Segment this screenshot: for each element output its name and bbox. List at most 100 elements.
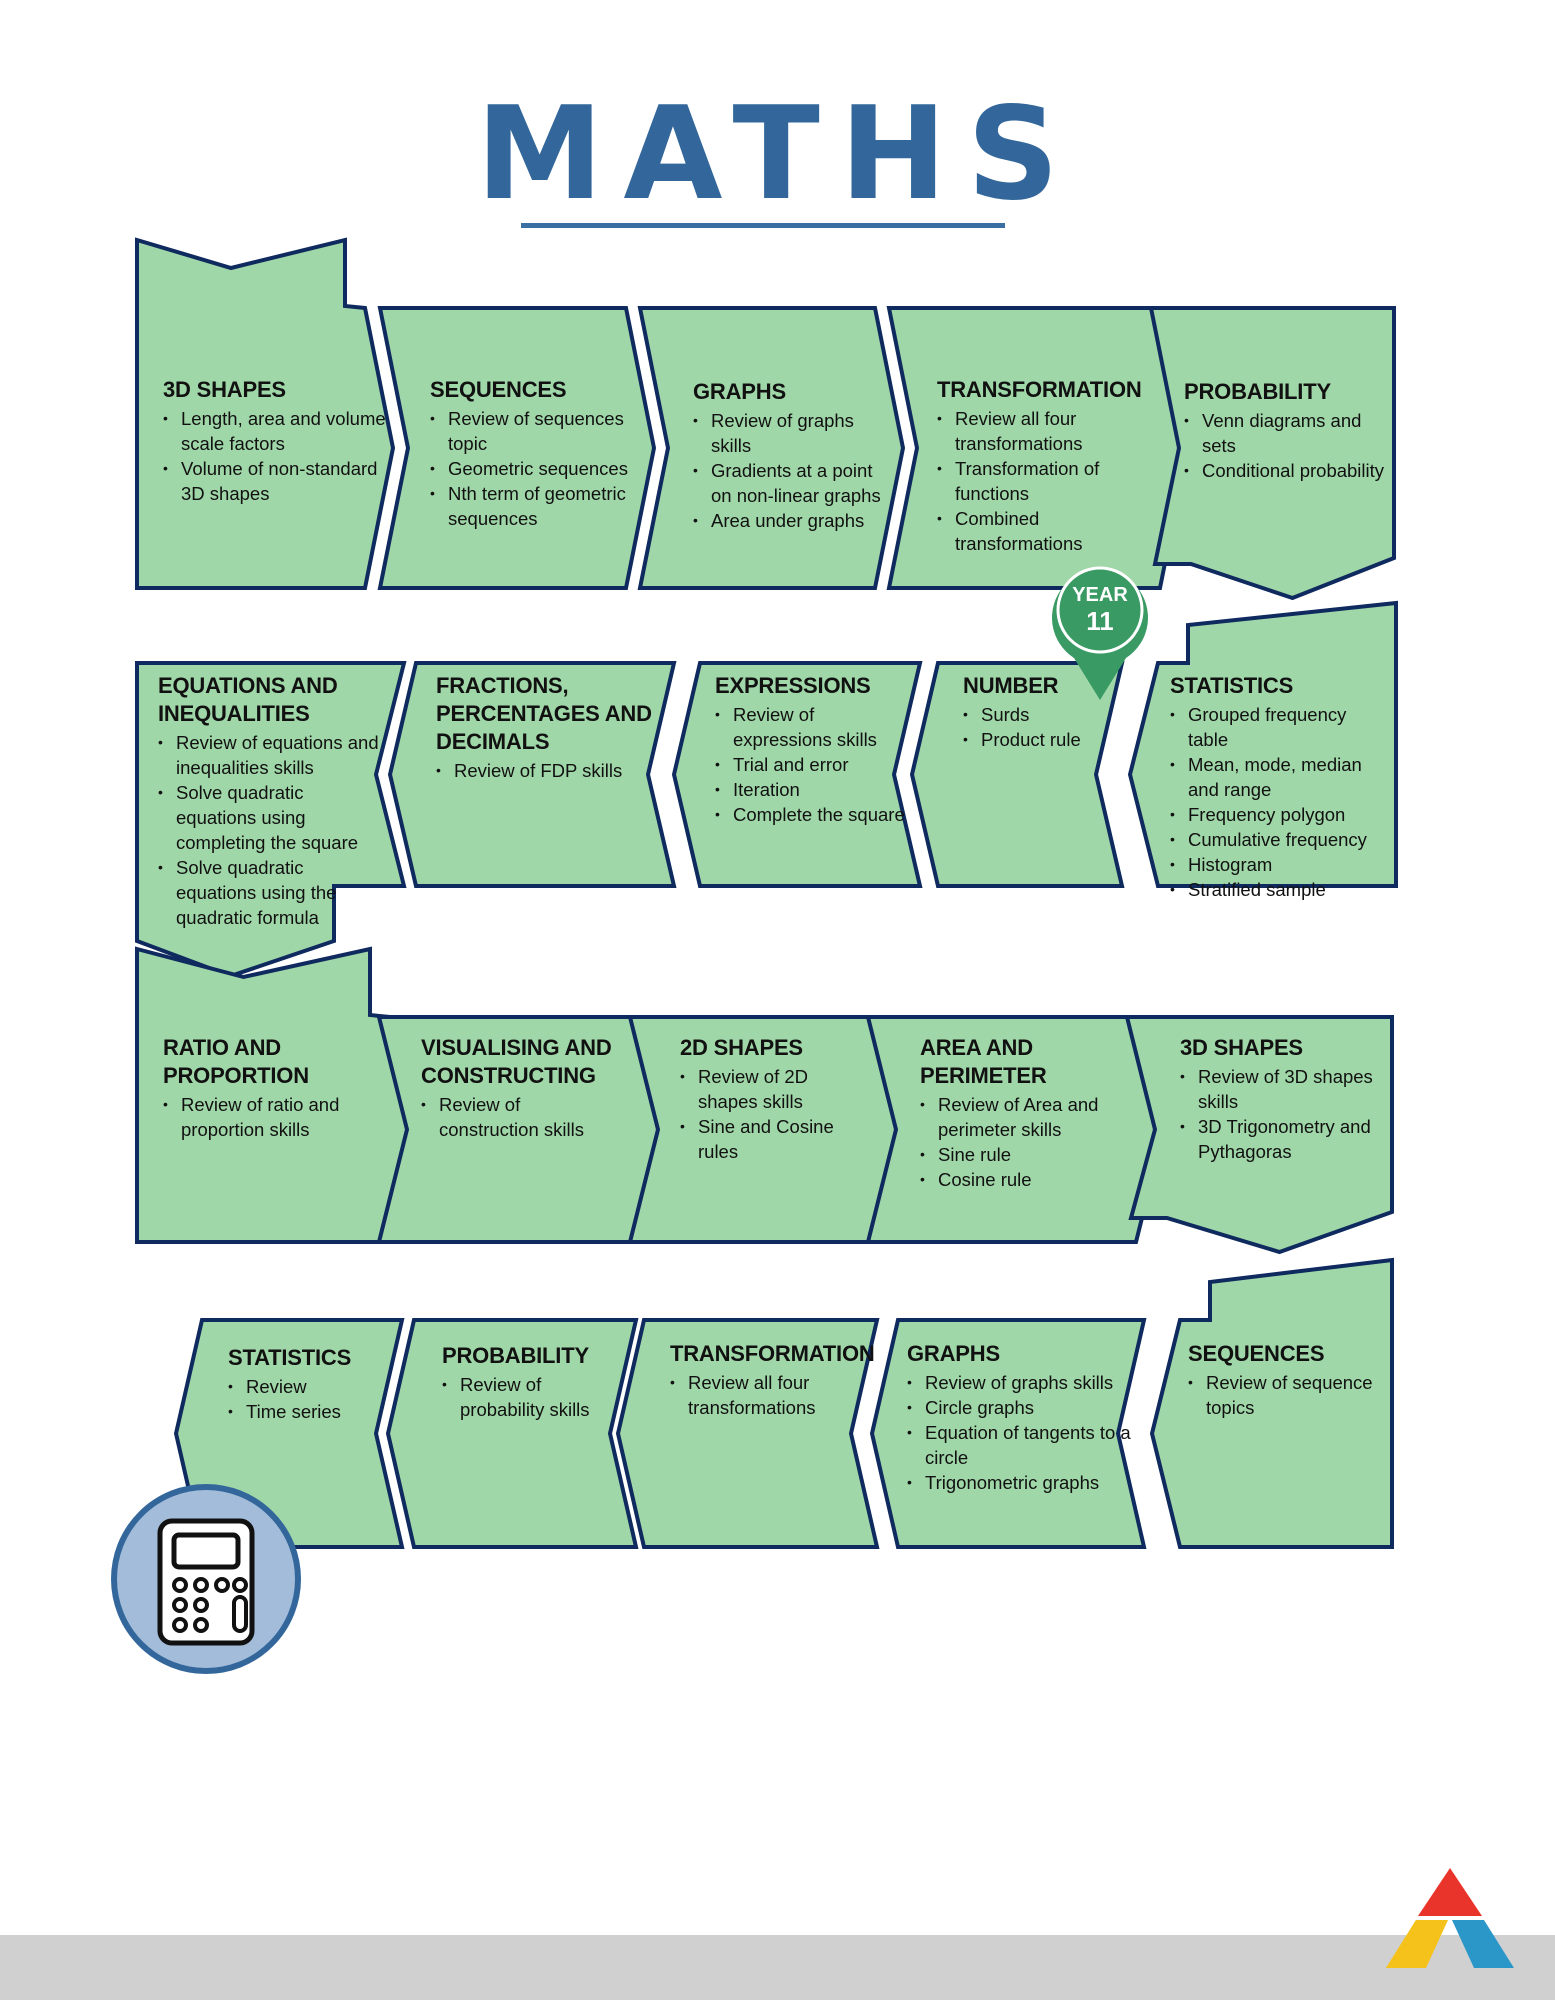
step-topic-item: Product rule [963, 727, 1123, 752]
roadmap-step: NUMBER SurdsProduct rule [963, 672, 1123, 752]
step-topic-item: Circle graphs [907, 1395, 1137, 1420]
step-topic-item: Trigonometric graphs [907, 1470, 1137, 1495]
step-title: AREA AND PERIMETER [920, 1035, 1047, 1088]
step-topic-item: Combined transformations [937, 506, 1147, 556]
step-topic-item: Review all four transformations [937, 406, 1147, 456]
step-topic-item: Gradients at a point on non-linear graph… [693, 458, 893, 508]
step-topic-item: Review of graphs skills [693, 408, 893, 458]
step-topic-item: Stratified sample [1170, 877, 1380, 902]
step-topic-item: Review of expressions skills [715, 702, 915, 752]
step-topics: Review all four transformations [670, 1370, 875, 1420]
step-topic-item: Conditional probability [1184, 458, 1389, 483]
step-topic-item: Trial and error [715, 752, 915, 777]
step-topic-item: Solve quadratic equations using the quad… [158, 855, 388, 930]
step-topics: Review of graphs skillsCircle graphsEqua… [907, 1370, 1137, 1495]
step-topics: Review of construction skills [421, 1092, 621, 1142]
step-title: TRANSFORMATION [937, 377, 1142, 402]
step-topic-item: Review of ratio and proportion skills [163, 1092, 383, 1142]
step-title: GRAPHS [907, 1341, 1000, 1366]
step-topic-item: Transformation of functions [937, 456, 1147, 506]
step-topic-item: Solve quadratic equations using completi… [158, 780, 388, 855]
step-topic-item: Histogram [1170, 852, 1380, 877]
step-topics: Review of equations and inequalities ski… [158, 730, 388, 930]
step-topic-item: Venn diagrams and sets [1184, 408, 1389, 458]
step-topics: Grouped frequency tableMean, mode, media… [1170, 702, 1380, 902]
step-title: PROBABILITY [442, 1343, 589, 1368]
step-topic-item: Frequency polygon [1170, 802, 1380, 827]
roadmap-step: EQUATIONS AND INEQUALITIESReview of equa… [158, 672, 388, 930]
footer-bar [0, 1935, 1555, 2000]
roadmap-step: AREA AND PERIMETERReview of Area and per… [920, 1034, 1130, 1192]
roadmap-step: 3D SHAPES Length, area and volume scale f… [163, 376, 393, 506]
step-title: 3D SHAPES [163, 377, 286, 402]
step-title: EXPRESSIONS [715, 673, 871, 698]
step-topics: Review of 3D shapes skills3D Trigonometr… [1180, 1064, 1385, 1164]
step-title: 3D SHAPES [1180, 1035, 1303, 1060]
step-topic-item: Review of Area and perimeter skills [920, 1092, 1130, 1142]
step-title: FRACTIONS, PERCENTAGES AND DECIMALS [436, 673, 652, 754]
roadmap-step: RATIO AND PROPORTIONReview of ratio and … [163, 1034, 383, 1142]
step-title: STATISTICS [228, 1345, 352, 1370]
step-topic-item: Mean, mode, median and range [1170, 752, 1380, 802]
step-topic-item: Review [228, 1374, 418, 1399]
step-title: VISUALISING AND CONSTRUCTING [421, 1035, 612, 1088]
step-title: SEQUENCES [1188, 1341, 1325, 1366]
roadmap-step: VISUALISING AND CONSTRUCTINGReview of co… [421, 1034, 621, 1142]
step-topic-item: Review of sequences topic [430, 406, 630, 456]
step-topic-item: Time series [228, 1399, 418, 1424]
step-title: TRANSFORMATION [670, 1341, 875, 1366]
step-topics: Review of probability skills [442, 1372, 617, 1422]
step-topic-item: Review of graphs skills [907, 1370, 1137, 1395]
step-topics: Review of FDP skills [436, 758, 656, 783]
step-topic-item: 3D Trigonometry and Pythagoras [1180, 1114, 1385, 1164]
step-topics: Review of sequence topics [1188, 1370, 1388, 1420]
step-topic-item: Surds [963, 702, 1123, 727]
step-topic-item: Cosine rule [920, 1167, 1130, 1192]
step-topic-item: Review all four transformations [670, 1370, 875, 1420]
roadmap-step: STATISTICS ReviewTime series [228, 1344, 418, 1424]
roadmap-step: SEQUENCES Review of sequence topics [1188, 1340, 1388, 1420]
step-topics: Review all four transformationsTransform… [937, 406, 1147, 556]
step-topics: Review of ratio and proportion skills [163, 1092, 383, 1142]
step-title: SEQUENCES [430, 377, 567, 402]
step-title: NUMBER [963, 673, 1059, 698]
step-topic-item: Complete the square [715, 802, 915, 827]
step-topic-item: Area under graphs [693, 508, 893, 533]
step-topics: Review of Area and perimeter skillsSine … [920, 1092, 1130, 1192]
step-topic-item: Volume of non-standard 3D shapes [163, 456, 393, 506]
step-topic-item: Iteration [715, 777, 915, 802]
step-topic-item: Equation of tangents to a circle [907, 1420, 1137, 1470]
step-topic-item: Grouped frequency table [1170, 702, 1380, 752]
step-topic-item: Nth term of geometric sequences [430, 481, 630, 531]
step-title: 2D SHAPES [680, 1035, 803, 1060]
step-topics: Review of 2D shapes skillsSine and Cosin… [680, 1064, 855, 1164]
step-topic-item: Sine rule [920, 1142, 1130, 1167]
year-label: YEAR [1072, 584, 1128, 606]
roadmap-step: EXPRESSIONS Review of expressions skillsT… [715, 672, 915, 827]
step-topic-item: Length, area and volume scale factors [163, 406, 393, 456]
step-title: EQUATIONS AND INEQUALITIES [158, 673, 338, 726]
step-topic-item: Review of equations and inequalities ski… [158, 730, 388, 780]
roadmap-step: STATISTICS Grouped frequency tableMean, m… [1170, 672, 1380, 902]
step-topic-item: Review of FDP skills [436, 758, 656, 783]
step-title: GRAPHS [693, 379, 786, 404]
map-pin-icon: YEAR 11 [1052, 566, 1148, 700]
step-topics: Venn diagrams and setsConditional probab… [1184, 408, 1389, 483]
step-topics: Length, area and volume scale factorsVol… [163, 406, 393, 506]
roadmap-step: TRANSFORMATION Review all four transforma… [937, 376, 1147, 556]
roadmap-step: GRAPHS Review of graphs skillsGradients a… [693, 378, 893, 533]
year-number: 11 [1086, 606, 1114, 636]
roadmap-step: SEQUENCES Review of sequences topicGeomet… [430, 376, 630, 531]
step-topic-item: Review of 3D shapes skills [1180, 1064, 1385, 1114]
step-title: RATIO AND PROPORTION [163, 1035, 309, 1088]
title-underline [521, 223, 1005, 228]
step-topics: Review of graphs skillsGradients at a po… [693, 408, 893, 533]
triangle-logo-icon [1386, 1868, 1514, 1968]
step-topic-item: Review of probability skills [442, 1372, 617, 1422]
step-title: STATISTICS [1170, 673, 1294, 698]
step-topic-item: Review of construction skills [421, 1092, 621, 1142]
roadmap-step: TRANSFORMATION Review all four transforma… [670, 1340, 875, 1420]
step-topic-item: Geometric sequences [430, 456, 630, 481]
roadmap-step: FRACTIONS, PERCENTAGES AND DECIMALS Revie… [436, 672, 656, 783]
